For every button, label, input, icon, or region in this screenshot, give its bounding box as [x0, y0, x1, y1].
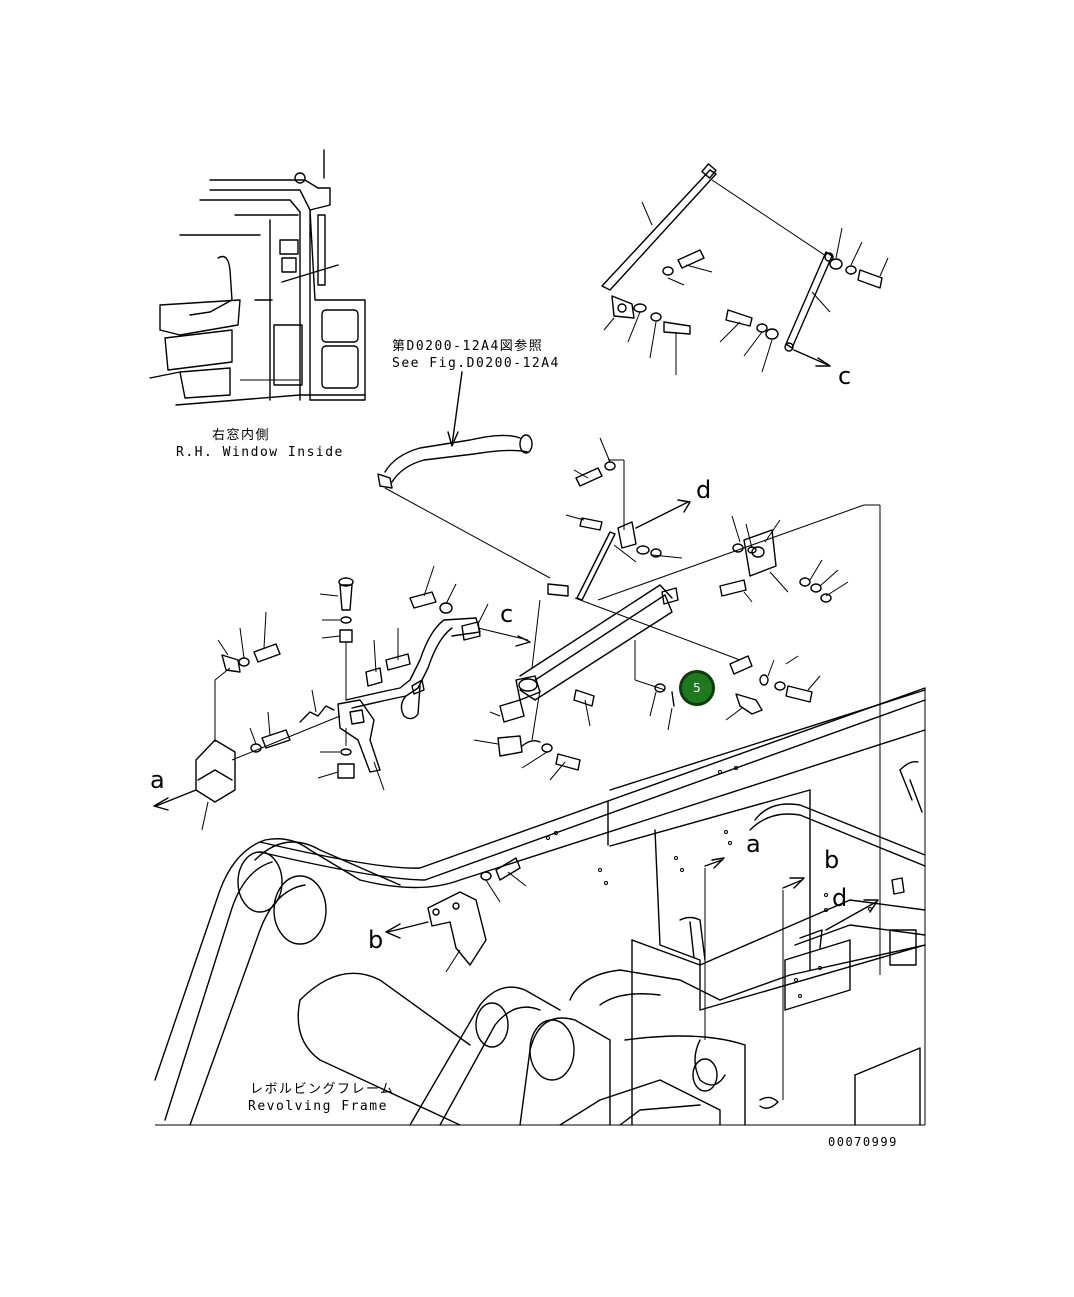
ref-letter-d-frame: d	[832, 884, 848, 912]
ref-letter-c-top: c	[838, 362, 852, 390]
revolving-frame	[155, 688, 925, 1125]
see-fig-note-en: See Fig.D0200-12A4	[392, 356, 560, 371]
window-note-jp: 右窓内側	[212, 428, 271, 443]
frame-note-en: Revolving Frame	[248, 1099, 388, 1114]
window-note-en: R.H. Window Inside	[176, 445, 344, 460]
reference-arrows	[705, 858, 878, 1108]
drain-hose	[378, 435, 740, 660]
upper-right-rod-assembly	[602, 164, 888, 375]
center-support-assembly	[474, 438, 880, 975]
drawing-number: 00070999	[828, 1135, 898, 1149]
ref-letter-a-frame: a	[746, 830, 761, 858]
frame-bracket-b	[386, 858, 526, 972]
frame-note-jp: レボルビングフレーム	[250, 1082, 395, 1097]
part-callout-5[interactable]: 5	[679, 670, 715, 706]
ref-letter-d-top: d	[696, 476, 712, 504]
ref-letter-c-center: c	[500, 600, 514, 628]
part-callout-label: 5	[693, 681, 701, 695]
cab-inset	[150, 150, 365, 405]
left-bracket-assembly	[154, 566, 530, 830]
ref-letter-a-left: a	[150, 766, 165, 794]
ref-letter-b-frame: b	[824, 846, 840, 874]
frame-holes	[547, 767, 872, 998]
see-fig-note-jp: 第D0200-12A4図参照	[392, 339, 544, 354]
ref-letter-b-left: b	[368, 926, 384, 954]
